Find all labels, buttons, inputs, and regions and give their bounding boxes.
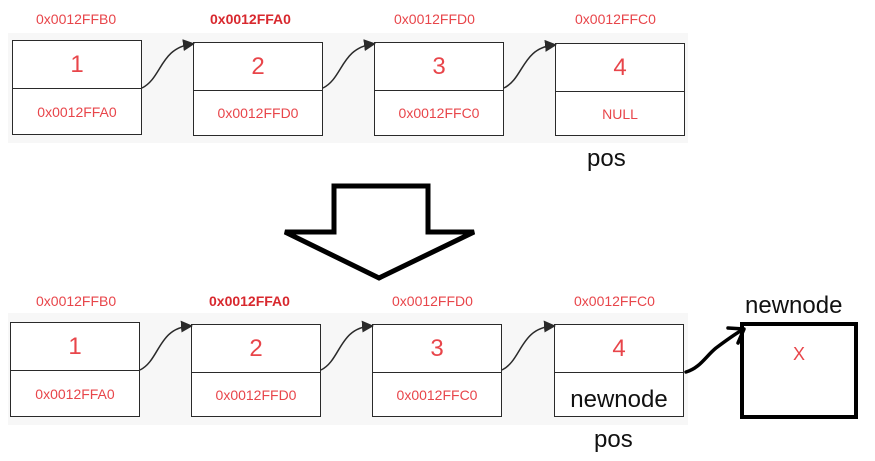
node-address: 0x0012FFC0 (575, 11, 656, 27)
node-address: 0x0012FFC0 (574, 293, 655, 309)
node-address: 0x0012FFB0 (36, 293, 117, 309)
node-data: 4 (556, 44, 684, 92)
list-node: 4 newnode (554, 324, 684, 417)
newnode-arrowhead (726, 326, 746, 345)
link-arrow (139, 320, 193, 371)
node-address: 0x0012FFD0 (394, 11, 475, 27)
pos-label: pos (594, 426, 633, 453)
node-data: 4 (555, 325, 683, 373)
newnode-value: X (792, 344, 805, 364)
node-next-pointer: 0x0012FFC0 (396, 386, 478, 403)
node-address: 0x0012FFD0 (392, 293, 473, 309)
link-arrow (322, 39, 376, 89)
pos-label: pos (587, 145, 626, 172)
newnode-label: newnode (745, 292, 843, 319)
link-arrow (141, 39, 195, 89)
list-node: 2 0x0012FFD0 (193, 42, 323, 136)
link-arrow (320, 320, 374, 371)
list-node: 2 0x0012FFD0 (191, 324, 321, 417)
list-node: 1 0x0012FFA0 (10, 322, 140, 417)
link-arrow (503, 39, 557, 89)
list-node: 3 0x0012FFC0 (374, 42, 504, 136)
link-arrow (501, 320, 556, 371)
node-address: 0x0012FFA0 (209, 293, 290, 309)
node-address: 0x0012FFA0 (210, 11, 291, 27)
transition-down-arrow (283, 183, 476, 281)
node-data: 1 (13, 41, 141, 89)
node-next-pointer: NULL (602, 105, 638, 122)
node-next-pointer: 0x0012FFD0 (217, 105, 299, 121)
node-address: 0x0012FFB0 (36, 11, 117, 27)
node-data: 1 (11, 323, 139, 371)
node-next-pointer: 0x0012FFD0 (215, 386, 297, 403)
newnode-box: X (740, 322, 858, 419)
node-data: 2 (192, 325, 320, 373)
list-node: 1 0x0012FFA0 (12, 40, 142, 135)
list-node: 3 0x0012FFC0 (372, 324, 502, 417)
node-next-pointer: 0x0012FFA0 (37, 103, 117, 120)
node-next-pointer: 0x0012FFC0 (398, 105, 480, 121)
node-data: 3 (373, 325, 501, 373)
node-data: 3 (375, 43, 503, 91)
list-node: 4 NULL (555, 43, 685, 136)
node-next-pointer: newnode (570, 386, 668, 413)
node-next-pointer: 0x0012FFA0 (35, 385, 115, 402)
node-data: 2 (194, 43, 322, 91)
newnode-link-arrow (684, 328, 744, 374)
